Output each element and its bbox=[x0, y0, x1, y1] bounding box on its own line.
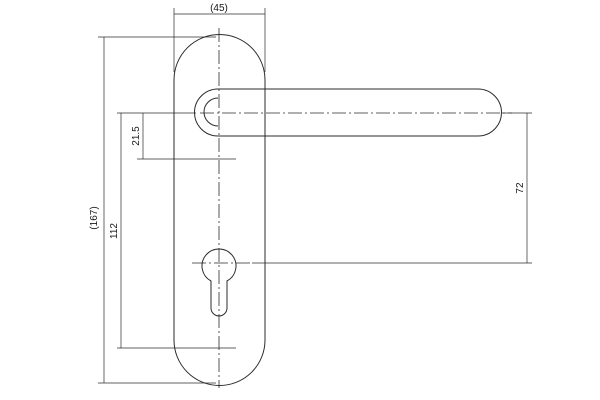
handle-offset-label: 21.5 bbox=[131, 126, 142, 146]
centre-lines bbox=[192, 28, 512, 388]
lever-handle bbox=[194, 88, 502, 137]
plate-height-label: (167) bbox=[89, 206, 100, 229]
handle-to-cylinder-label: 72 bbox=[515, 182, 526, 194]
plate-width-label: (45) bbox=[210, 3, 228, 14]
dimension-lines bbox=[103, 13, 528, 383]
back-plate bbox=[173, 34, 266, 386]
centre-distance-label: 112 bbox=[109, 223, 120, 239]
extension-lines bbox=[98, 8, 532, 384]
